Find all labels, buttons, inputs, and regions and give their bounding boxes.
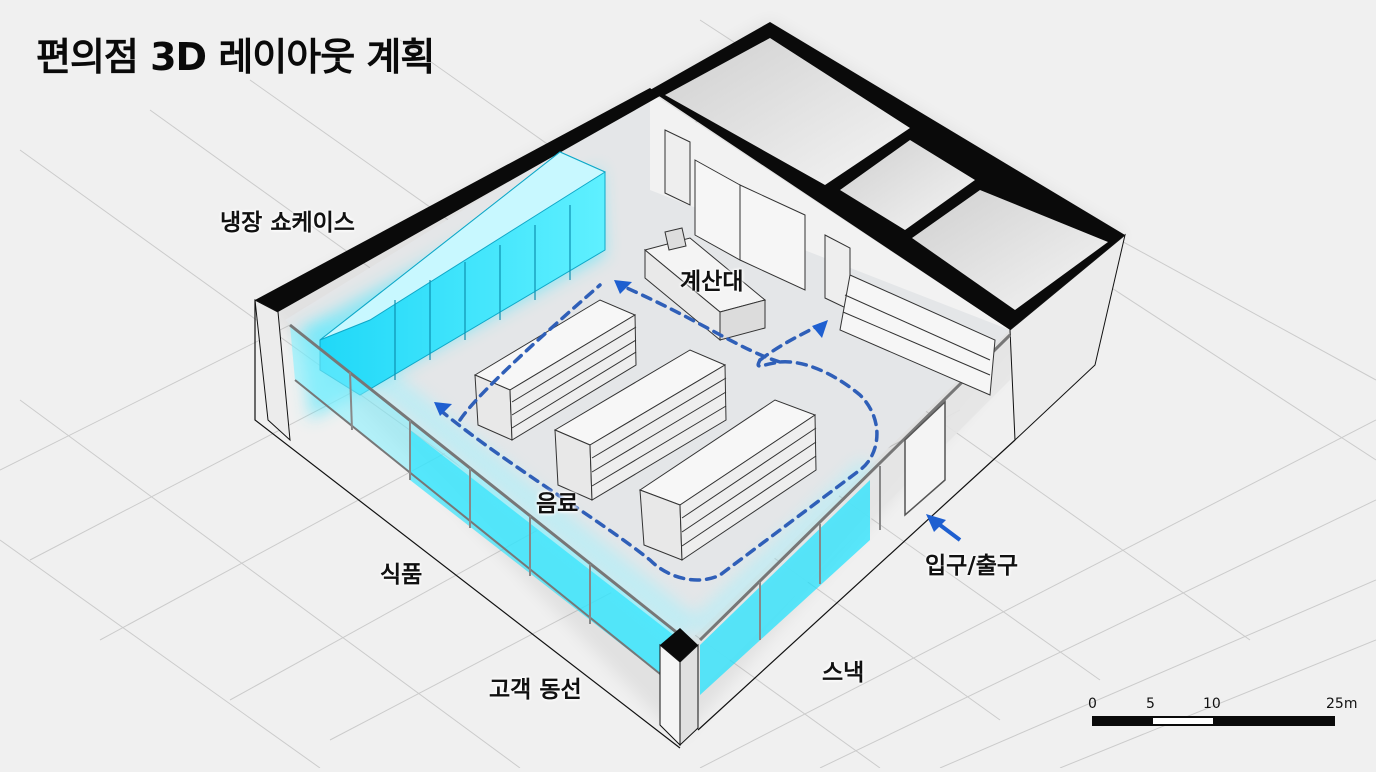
- checkout-counter: [643, 227, 767, 342]
- scale-tick-25: 25m: [1326, 696, 1358, 712]
- right-wall-shelving: [839, 274, 996, 396]
- zone-label-cold-showcase: 냉장 쇼케이스: [220, 210, 355, 236]
- cold-showcase: [300, 151, 607, 420]
- zone-label-food: 식품: [380, 562, 423, 588]
- scale-bar: 0 5 10 25m: [1088, 696, 1358, 736]
- back-rooms: [650, 22, 1126, 442]
- arrow-up-left-1: [434, 402, 452, 416]
- scale-tick-0: 0: [1088, 696, 1097, 712]
- zone-label-entrance-exit: 입구/출구: [925, 553, 1019, 579]
- gondola-2: [553, 349, 727, 501]
- zone-label-beverages: 음료: [536, 491, 579, 517]
- flow-arrows: [434, 280, 828, 416]
- gondola-shelves: [473, 299, 817, 561]
- arrow-up-left-2: [614, 280, 632, 294]
- back-wall: [650, 92, 1010, 330]
- front-window-right: [698, 333, 1012, 695]
- register-icon: [664, 227, 687, 251]
- entrance-arrow-icon: [926, 514, 962, 542]
- zone-label-customer-flow: 고객 동선: [489, 677, 582, 703]
- scale-tick-10: 10: [1203, 696, 1221, 712]
- zone-label-snacks: 스낵: [822, 660, 865, 686]
- left-wall-top: [255, 88, 660, 312]
- front-window-left: [289, 323, 681, 691]
- scale-tick-5: 5: [1146, 696, 1155, 712]
- entrance-door: [904, 400, 946, 517]
- gondola-3: [638, 399, 817, 561]
- back-wall-shelving: [664, 129, 851, 311]
- scale-bar-black: [1092, 716, 1335, 726]
- scale-bar-white-segment: [1153, 718, 1213, 724]
- arrow-up-right: [812, 320, 828, 338]
- zone-label-checkout: 계산대: [680, 269, 744, 295]
- page-title: 편의점 3D 레이아웃 계획: [36, 35, 435, 79]
